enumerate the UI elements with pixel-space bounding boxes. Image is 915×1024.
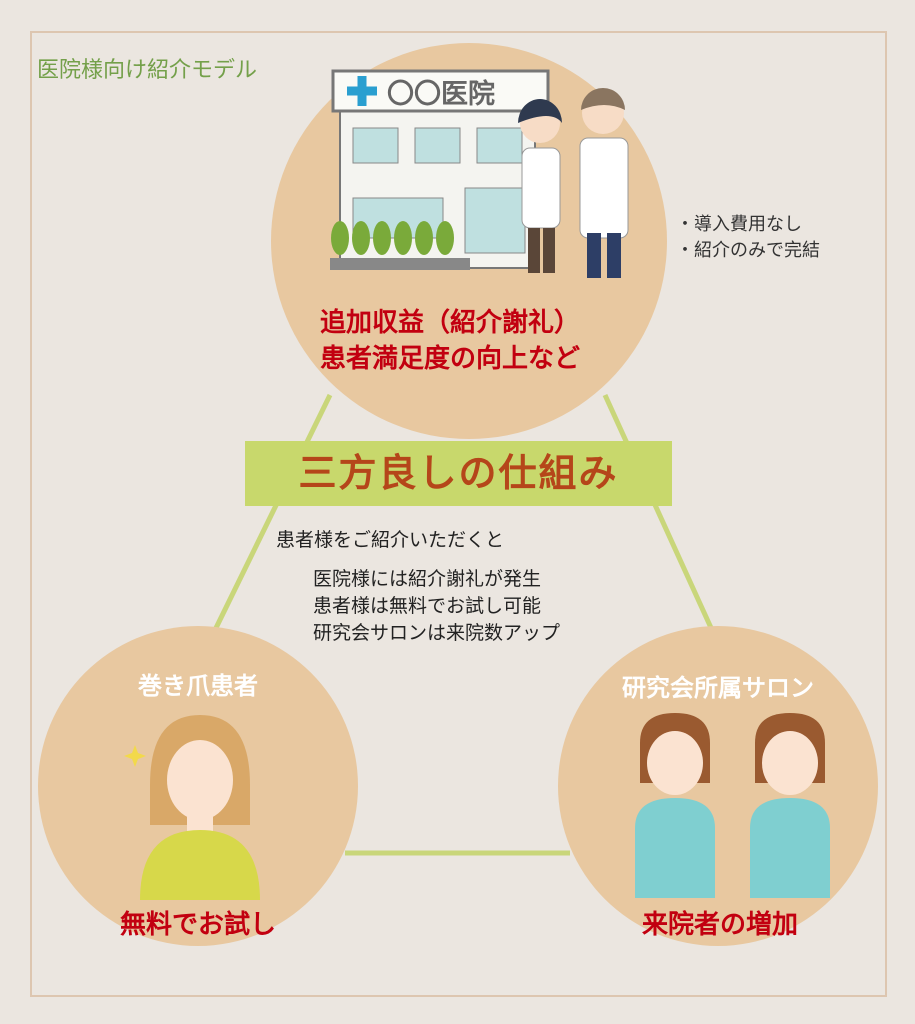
svg-text:〇〇医院: 〇〇医院 <box>387 78 495 110</box>
center-title-banner: 三方良しの仕組み <box>245 441 672 506</box>
point-item: 研究会サロンは来院数アップ <box>313 622 561 644</box>
note-item: ・導入費用なし <box>676 214 802 235</box>
clinic-benefits: 追加収益（紹介謝礼） 患者満足度の向上など <box>320 305 580 377</box>
line-clinic-patient <box>212 393 333 632</box>
salon-title: 研究会所属サロン <box>622 674 814 702</box>
patient-title: 巻き爪患者 <box>138 672 258 700</box>
patient-illustration <box>124 715 260 900</box>
salon-benefit: 来院者の増加 <box>641 910 798 940</box>
center-points: 医院様には紹介謝礼が発生 患者様は無料でお試し可能 研究会サロンは来院数アップ <box>313 566 560 647</box>
clinic-benefit: 追加収益（紹介謝礼） <box>320 308 581 338</box>
point-item: 医院様には紹介謝礼が発生 <box>313 568 542 590</box>
patient-benefit: 無料でお試し <box>119 910 276 940</box>
clinic-notes: ・導入費用なし ・紹介のみで完結 <box>676 212 820 264</box>
clinic-benefit: 患者満足度の向上など <box>320 344 581 374</box>
center-intro: 患者様をご紹介いただくと <box>276 529 505 551</box>
clinic-building-illustration: 〇〇医院 <box>330 69 629 278</box>
model-label: 医院様向け紹介モデル <box>37 58 258 83</box>
diagram-frame <box>30 31 887 997</box>
point-item: 患者様は無料でお試し可能 <box>313 595 542 617</box>
line-clinic-salon <box>602 393 715 632</box>
salon-staff-illustration <box>635 713 830 898</box>
male-doctor-icon <box>579 88 629 278</box>
female-doctor-icon <box>518 99 562 273</box>
note-item: ・紹介のみで完結 <box>676 240 820 261</box>
sparkle-icon <box>124 745 146 767</box>
medical-cross-icon <box>347 76 377 106</box>
